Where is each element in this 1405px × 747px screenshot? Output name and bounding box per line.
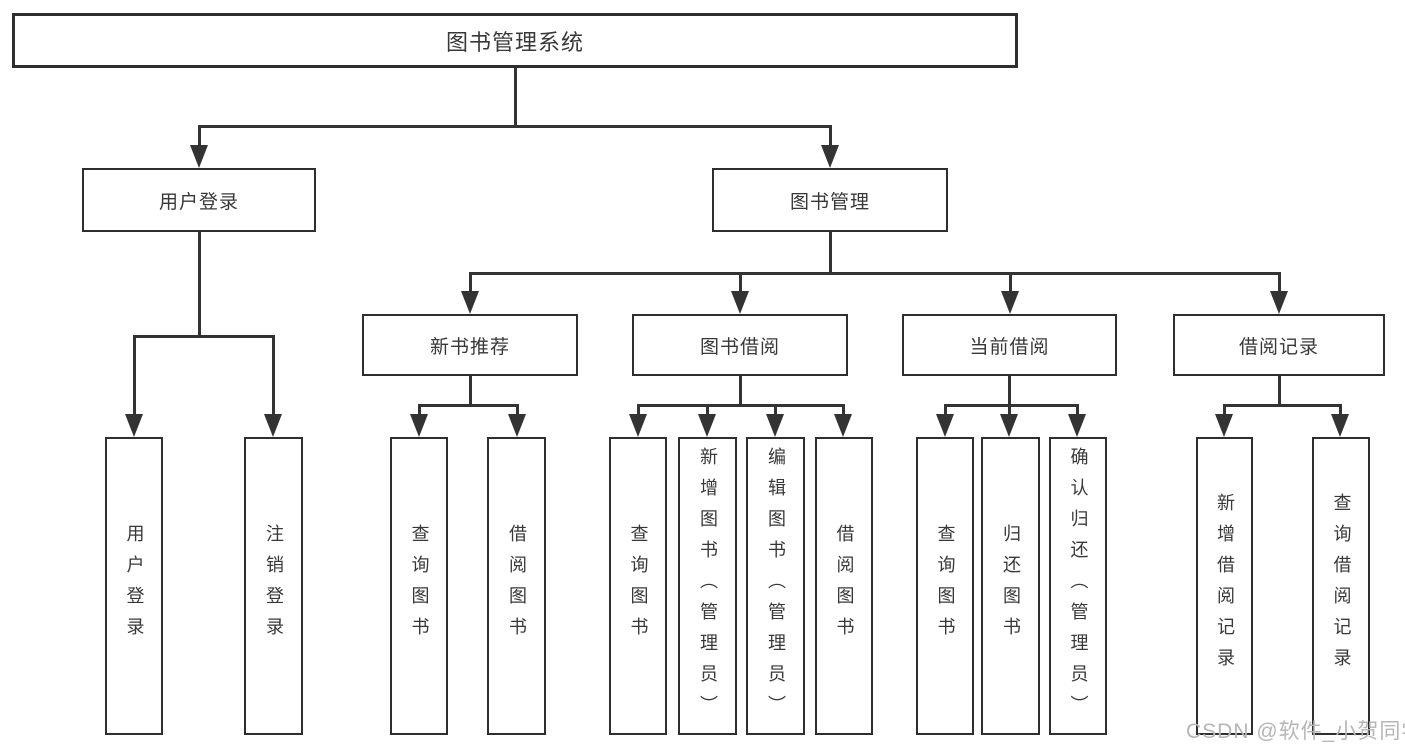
edge-userlogin-stub bbox=[198, 232, 201, 337]
leaf-borrow-books-label: 借阅图书 bbox=[834, 524, 855, 648]
leaf-borrow-query-books: 查询图书 bbox=[609, 437, 667, 735]
arrowhead-cur-confirm bbox=[1068, 414, 1086, 437]
edge-recommend-stub bbox=[469, 376, 472, 406]
edge-records-stub bbox=[1278, 376, 1281, 406]
edge-drop-cur-query bbox=[944, 404, 947, 418]
arrowhead-rec-query bbox=[410, 414, 428, 437]
edge-drop-records bbox=[1278, 272, 1281, 293]
edge-drop-leaf-login bbox=[133, 335, 136, 415]
edge-drop-book-mgmt bbox=[829, 125, 832, 147]
edge-drop-recommend bbox=[469, 272, 472, 293]
node-library-system-label: 图书管理系统 bbox=[445, 29, 584, 55]
leaf-confirm-return-admin: 确认归还（管理员） bbox=[1049, 437, 1107, 735]
edge-drop-cur-return bbox=[1008, 404, 1011, 418]
edge-drop-cur-confirm bbox=[1076, 404, 1079, 418]
leaf-add-books-admin: 新增图书（管理员） bbox=[678, 437, 737, 735]
leaf-edit-books-admin-label: 编辑图书（管理员） bbox=[765, 446, 786, 726]
leaf-borrow-books: 借阅图书 bbox=[815, 437, 873, 735]
edge-drop-rec-queryrecord bbox=[1339, 404, 1342, 418]
edge-root-hline bbox=[198, 125, 832, 128]
arrowhead-borrow bbox=[731, 291, 749, 314]
leaf-add-borrow-record: 新增借阅记录 bbox=[1196, 437, 1253, 735]
edge-borrow-hline bbox=[637, 404, 845, 407]
node-user-login-label: 用户登录 bbox=[158, 191, 239, 213]
arrowhead-rec-queryrecord bbox=[1331, 414, 1349, 437]
edge-borrow-stub bbox=[739, 376, 742, 406]
leaf-return-books: 归还图书 bbox=[981, 437, 1040, 735]
edge-drop-bor-add bbox=[706, 404, 709, 418]
edge-drop-bor-edit bbox=[774, 404, 777, 418]
arrowhead-cur-return bbox=[1000, 414, 1018, 437]
edge-drop-bor-query bbox=[637, 404, 640, 418]
leaf-query-borrow-record: 查询借阅记录 bbox=[1312, 437, 1370, 735]
leaf-add-borrow-record-label: 新增借阅记录 bbox=[1214, 493, 1235, 679]
edge-drop-rec-borrow bbox=[516, 404, 519, 418]
node-new-book-recommend-label: 新书推荐 bbox=[429, 336, 510, 358]
node-book-management-label: 图书管理 bbox=[789, 191, 870, 213]
leaf-edit-books-admin: 编辑图书（管理员） bbox=[746, 437, 805, 735]
edge-drop-rec-addrecord bbox=[1223, 404, 1226, 418]
node-library-system: 图书管理系统 bbox=[12, 13, 1018, 68]
leaf-confirm-return-admin-label: 确认归还（管理员） bbox=[1068, 446, 1089, 726]
arrowhead-current bbox=[1001, 291, 1019, 314]
edge-drop-borrow bbox=[739, 272, 742, 293]
leaf-recommend-borrow-books: 借阅图书 bbox=[487, 437, 546, 735]
edge-records-hline bbox=[1223, 404, 1342, 407]
node-new-book-recommend: 新书推荐 bbox=[362, 314, 578, 376]
leaf-query-borrow-record-label: 查询借阅记录 bbox=[1331, 493, 1352, 679]
leaf-logout: 注销登录 bbox=[244, 437, 303, 735]
arrowhead-book-mgmt bbox=[821, 145, 839, 168]
arrowhead-records bbox=[1270, 291, 1288, 314]
edge-drop-bor-lend bbox=[842, 404, 845, 418]
arrowhead-bor-lend bbox=[834, 414, 852, 437]
leaf-logout-label: 注销登录 bbox=[263, 524, 284, 648]
node-current-borrow-label: 当前借阅 bbox=[969, 336, 1050, 358]
leaf-recommend-borrow-books-label: 借阅图书 bbox=[506, 524, 527, 648]
arrowhead-bor-add bbox=[698, 414, 716, 437]
leaf-recommend-query-books-label: 查询图书 bbox=[409, 524, 430, 648]
edge-drop-user-login bbox=[198, 125, 201, 147]
edge-bookmgmt-hline bbox=[469, 272, 1281, 275]
edge-recommend-hline bbox=[418, 404, 519, 407]
node-book-borrow: 图书借阅 bbox=[632, 314, 848, 376]
edge-current-stub bbox=[1008, 376, 1011, 406]
node-current-borrow: 当前借阅 bbox=[902, 314, 1117, 376]
arrowhead-user-login bbox=[190, 145, 208, 168]
edge-bookmgmt-stub bbox=[829, 232, 832, 274]
arrowhead-rec-addrecord bbox=[1215, 414, 1233, 437]
node-book-borrow-label: 图书借阅 bbox=[699, 336, 780, 358]
arrowhead-cur-query bbox=[936, 414, 954, 437]
node-borrow-records: 借阅记录 bbox=[1173, 314, 1385, 376]
arrowhead-leaf-logout bbox=[264, 414, 282, 437]
arrowhead-leaf-login bbox=[125, 414, 143, 437]
edge-current-hline bbox=[944, 404, 1079, 407]
node-borrow-records-label: 借阅记录 bbox=[1238, 336, 1319, 358]
leaf-return-books-label: 归还图书 bbox=[1000, 524, 1021, 648]
edge-root-stub bbox=[514, 68, 517, 127]
arrowhead-recommend bbox=[461, 291, 479, 314]
node-user-login: 用户登录 bbox=[82, 168, 316, 232]
leaf-current-query-books-label: 查询图书 bbox=[935, 524, 956, 648]
node-book-management: 图书管理 bbox=[712, 168, 948, 232]
leaf-recommend-query-books: 查询图书 bbox=[390, 437, 448, 735]
leaf-borrow-query-books-label: 查询图书 bbox=[628, 524, 649, 648]
arrowhead-bor-query bbox=[629, 414, 647, 437]
leaf-user-login: 用户登录 bbox=[105, 437, 163, 735]
edge-drop-leaf-logout bbox=[272, 335, 275, 415]
arrowhead-bor-edit bbox=[766, 414, 784, 437]
arrowhead-rec-borrow bbox=[508, 414, 526, 437]
leaf-add-books-admin-label: 新增图书（管理员） bbox=[697, 446, 718, 726]
edge-drop-rec-query bbox=[418, 404, 421, 418]
csdn-watermark: CSDN @软件_小贺同学 bbox=[1186, 720, 1405, 743]
edge-userlogin-hline bbox=[133, 335, 275, 338]
edge-drop-current bbox=[1009, 272, 1012, 293]
leaf-user-login-label: 用户登录 bbox=[124, 524, 145, 648]
leaf-current-query-books: 查询图书 bbox=[916, 437, 974, 735]
